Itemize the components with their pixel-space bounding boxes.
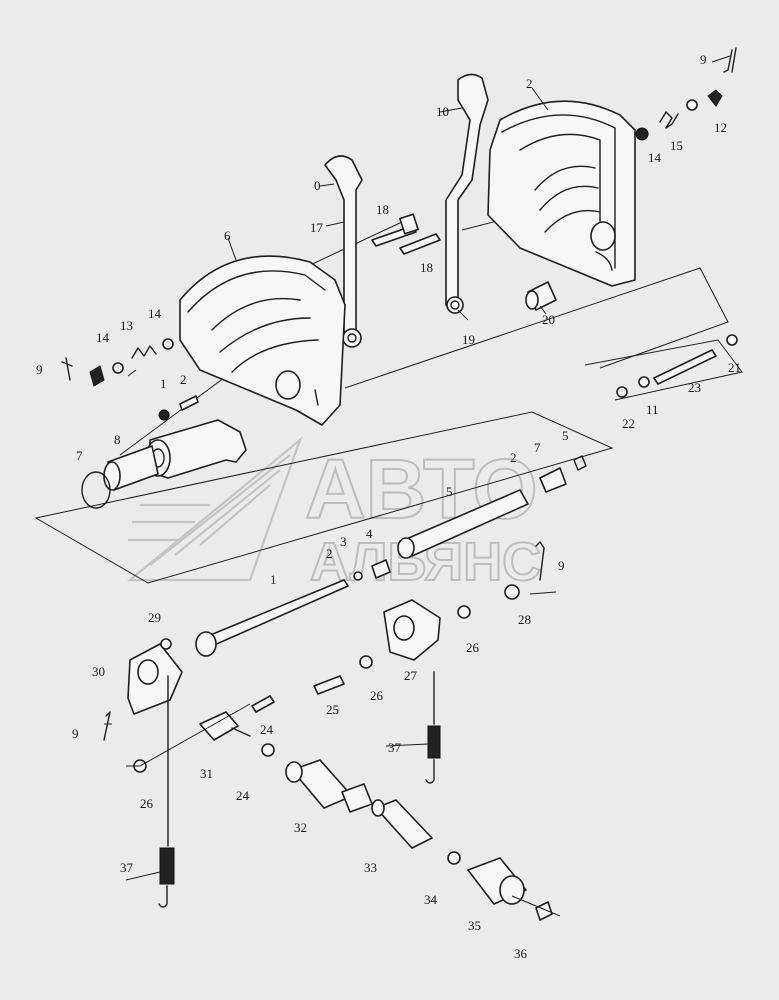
callout-19: 19 <box>462 332 475 347</box>
shaft-32 <box>285 759 373 813</box>
pin-9-center <box>535 541 545 581</box>
callout-0: 0 <box>314 178 321 193</box>
bolt-18 <box>371 213 441 255</box>
rod-23 <box>616 334 738 398</box>
callout-34: 34 <box>424 892 438 907</box>
cap-36 <box>535 901 553 921</box>
callout-26: 26 <box>466 640 480 655</box>
watermark-logo <box>126 436 303 582</box>
callout-32: 32 <box>294 820 307 835</box>
callout-2: 2 <box>510 450 517 465</box>
sleeve-35 <box>467 857 527 905</box>
spring-37-upper <box>425 671 441 784</box>
callout-4: 4 <box>366 526 373 541</box>
bracket-30 <box>103 638 183 741</box>
callout-30: 30 <box>92 664 105 679</box>
leader-lines <box>104 55 731 917</box>
callout-18: 18 <box>376 202 389 217</box>
housing-8 <box>103 419 247 491</box>
callout-2: 2 <box>326 546 333 561</box>
callout-14: 14 <box>648 150 662 165</box>
callout-35: 35 <box>468 918 481 933</box>
callout-10: 10 <box>436 104 449 119</box>
callout-labels: 9 10 2 12 15 14 0 17 18 18 6 14 13 14 9 … <box>36 52 741 961</box>
bushing-20 <box>525 281 557 311</box>
callout-20: 20 <box>542 312 555 327</box>
callout-18: 18 <box>420 260 433 275</box>
callout-5: 5 <box>446 484 453 499</box>
watermark-line1: АВТО <box>305 442 538 536</box>
upper-spring-stack <box>635 89 723 141</box>
callout-24: 24 <box>260 722 274 737</box>
callout-37: 37 <box>388 740 402 755</box>
small-bolts-1-2 <box>158 395 199 421</box>
left-spring-stack <box>61 338 174 387</box>
callout-14: 14 <box>148 306 162 321</box>
callout-37: 37 <box>120 860 134 875</box>
ring-7 <box>81 471 111 509</box>
callout-7: 7 <box>76 448 83 463</box>
callout-25: 25 <box>326 702 339 717</box>
bracket-27 <box>313 584 520 695</box>
lever-31 <box>133 695 275 773</box>
callout-1: 1 <box>270 572 277 587</box>
callout-23: 23 <box>688 380 701 395</box>
shaft-5 <box>353 455 587 581</box>
callout-29: 29 <box>148 610 161 625</box>
callout-1: 1 <box>160 376 167 391</box>
callout-31: 31 <box>200 766 213 781</box>
callout-5: 5 <box>562 428 569 443</box>
lever-10 <box>445 73 489 314</box>
callout-28: 28 <box>518 612 531 627</box>
callout-9: 9 <box>700 52 707 67</box>
spring-37-lower <box>158 675 175 908</box>
callout-9: 9 <box>72 726 79 741</box>
callout-26: 26 <box>370 688 384 703</box>
callout-9: 9 <box>36 362 43 377</box>
callout-36: 36 <box>514 946 528 961</box>
callout-33: 33 <box>364 860 377 875</box>
callout-11: 11 <box>646 402 659 417</box>
callout-3: 3 <box>340 534 347 549</box>
callout-2: 2 <box>180 372 187 387</box>
bracket-2 <box>487 100 636 287</box>
callout-2: 2 <box>526 76 533 91</box>
bracket-6 <box>179 255 346 426</box>
callout-7: 7 <box>534 440 541 455</box>
callout-21: 21 <box>728 360 741 375</box>
shaft-33 <box>371 799 433 849</box>
callout-22: 22 <box>622 416 635 431</box>
callout-12: 12 <box>714 120 727 135</box>
callout-17: 17 <box>310 220 324 235</box>
shaft-1 <box>195 579 349 657</box>
callout-15: 15 <box>670 138 683 153</box>
callout-8: 8 <box>114 432 121 447</box>
callout-14: 14 <box>96 330 110 345</box>
pin-9-top <box>723 47 737 73</box>
callout-6: 6 <box>224 228 231 243</box>
callout-26: 26 <box>140 796 154 811</box>
callout-13: 13 <box>120 318 133 333</box>
callout-24: 24 <box>236 788 250 803</box>
callout-27: 27 <box>404 668 418 683</box>
washer-34 <box>447 851 461 865</box>
callout-9: 9 <box>558 558 565 573</box>
